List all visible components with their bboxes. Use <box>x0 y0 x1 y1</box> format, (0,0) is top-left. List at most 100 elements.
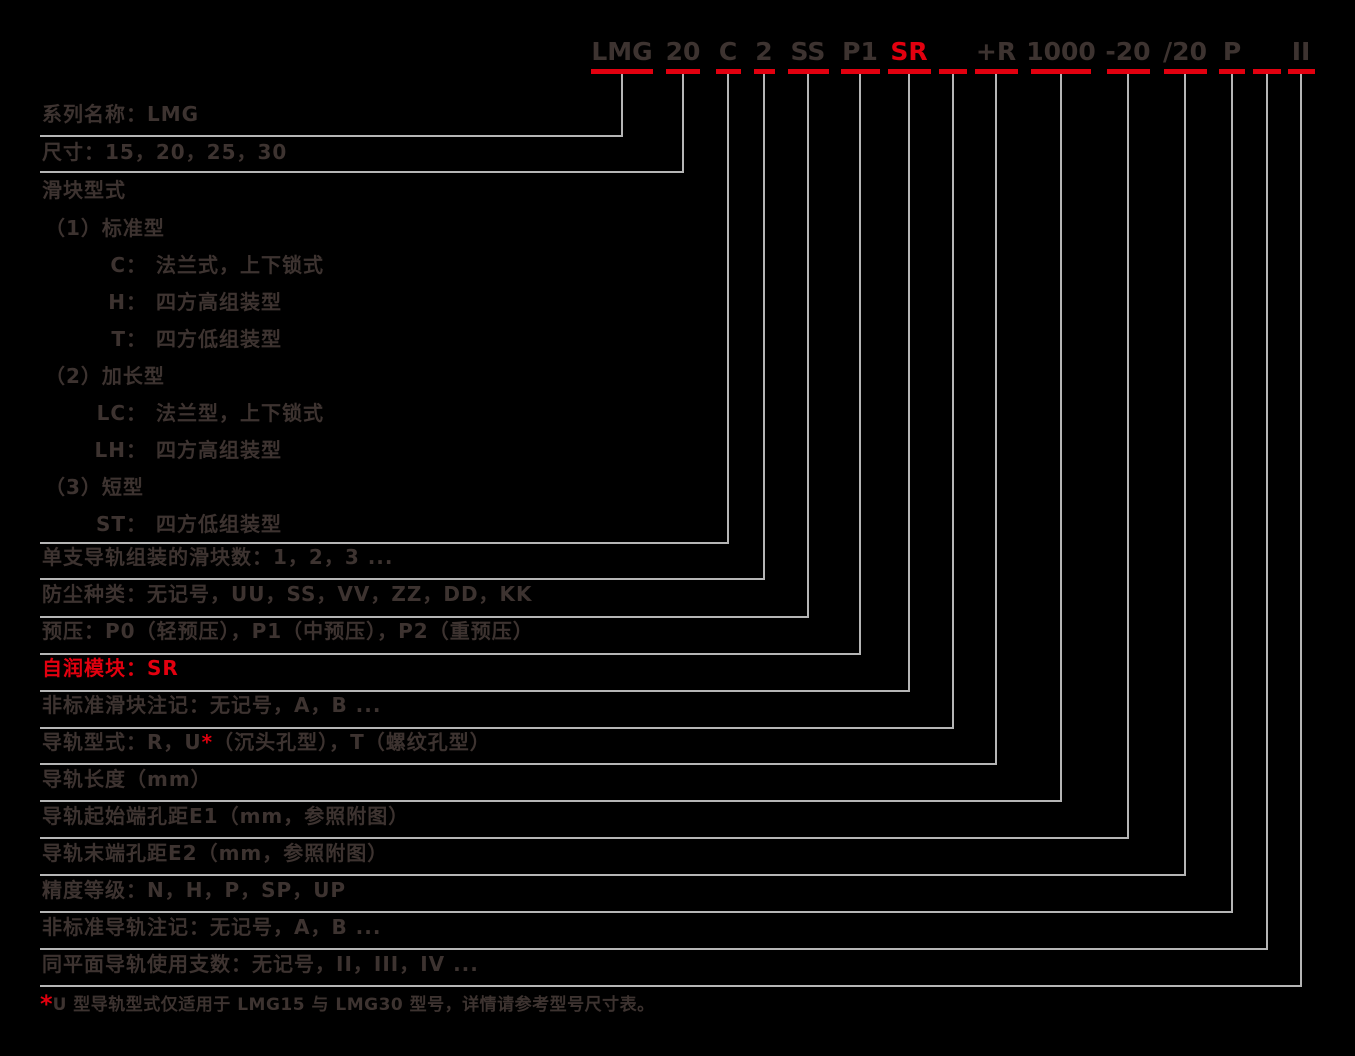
code-segment-II: II <box>1291 37 1311 66</box>
footnote: *U 型导轨型式仅适用于 LMG15 与 LMG30 型号，详情请参考型号尺寸表… <box>40 990 655 1018</box>
connector-horizontal-1 <box>40 171 684 173</box>
option-description: 法兰式，上下锁式 <box>156 253 324 277</box>
code-underline-2 <box>753 69 775 74</box>
connector-horizontal-7 <box>40 727 954 729</box>
connector-vertical-SS <box>807 74 809 618</box>
spec-row-text: （沉头孔型），T（螺纹孔型） <box>213 730 491 754</box>
code-underline-LMG <box>591 69 653 74</box>
connector-vertical-2 <box>763 74 765 580</box>
code-segment--20: -20 <box>1105 37 1151 66</box>
option-description: 四方高组装型 <box>156 290 282 314</box>
code-underline-blank <box>939 69 967 74</box>
code-underline-/20 <box>1163 69 1207 74</box>
option-code: ST： <box>95 512 147 536</box>
spec-row-label-14: 同平面导轨使用支数：无记号，II，III，IV ... <box>42 952 479 976</box>
connector-horizontal-12 <box>40 911 1233 913</box>
connector-vertical-C <box>727 74 729 544</box>
connector-vertical-P1 <box>859 74 861 655</box>
code-underline--20 <box>1106 69 1150 74</box>
connector-horizontal-3 <box>40 578 765 580</box>
connector-horizontal-10 <box>40 837 1129 839</box>
block-type-group-0: （1）标准型 <box>45 216 165 240</box>
spec-row-label-0: 系列名称：LMG <box>42 102 200 126</box>
connector-horizontal-0 <box>40 135 623 137</box>
spec-row-label-4: 防尘种类：无记号，UU，SS，VV，ZZ，DD，KK <box>42 582 533 606</box>
option-code: T： <box>111 327 147 351</box>
code-segment-P1: P1 <box>842 37 878 66</box>
connector-vertical-/20 <box>1184 74 1186 876</box>
code-underline-SR <box>887 69 931 74</box>
connector-vertical-20 <box>682 74 684 173</box>
option-description: 法兰型，上下锁式 <box>156 401 324 425</box>
connector-horizontal-11 <box>40 874 1186 876</box>
spec-row-label-8: 导轨型式：R，U*（沉头孔型），T（螺纹孔型） <box>42 731 491 754</box>
option-description: 四方高组装型 <box>156 438 282 462</box>
code-segment-SS: SS <box>790 37 826 66</box>
spec-row-label-12: 精度等级：N，H，P，SP，UP <box>42 878 347 902</box>
code-underline-1000 <box>1031 69 1091 74</box>
connector-vertical-SR <box>908 74 910 692</box>
connector-vertical-P <box>1231 74 1233 913</box>
code-underline-+R <box>974 69 1018 74</box>
code-underline-C <box>715 69 741 74</box>
code-underline-P1 <box>840 69 880 74</box>
spec-row-label-2: 滑块型式 <box>42 178 126 202</box>
spec-row-label-9: 导轨长度（mm） <box>42 767 212 791</box>
inline-asterisk-icon: * <box>201 730 214 754</box>
option-code: C： <box>110 253 147 277</box>
spec-row-label-7: 非标准滑块注记：无记号，A，B ... <box>42 693 382 717</box>
connector-horizontal-9 <box>40 800 1062 802</box>
code-underline-SS <box>787 69 829 74</box>
connector-vertical-II <box>1300 74 1302 987</box>
spec-row-label-10: 导轨起始端孔距E1（mm，参照附图） <box>42 804 410 828</box>
block-type-group-7: （3）短型 <box>45 475 144 499</box>
code-segment-LMG: LMG <box>591 37 653 66</box>
code-underline-II <box>1287 69 1315 74</box>
option-description: 四方低组装型 <box>156 327 282 351</box>
option-code: LH： <box>94 438 147 462</box>
spec-row-label-3: 单支导轨组装的滑块数：1，2，3 ... <box>42 545 394 569</box>
spec-row-text: 导轨型式：R，U <box>42 730 202 754</box>
block-type-option-6: LH： 四方高组装型 <box>75 439 282 462</box>
code-underline-blank <box>1253 69 1281 74</box>
connector-vertical--20 <box>1127 74 1129 839</box>
connector-vertical-blank <box>1266 74 1268 950</box>
block-type-option-1: C： 法兰式，上下锁式 <box>75 254 324 277</box>
block-type-option-3: T： 四方低组装型 <box>75 328 282 351</box>
block-type-group-4: （2）加长型 <box>45 364 165 388</box>
connector-horizontal-4 <box>40 616 809 618</box>
option-description: 四方低组装型 <box>156 512 282 536</box>
connector-horizontal-13 <box>40 948 1268 950</box>
spec-row-label-5: 预压：P0（轻预压），P1（中预压），P2（重预压） <box>42 619 534 643</box>
block-type-option-8: ST： 四方低组装型 <box>75 513 282 536</box>
connector-vertical-LMG <box>621 74 623 137</box>
connector-horizontal-5 <box>40 653 861 655</box>
code-segment-/20: /20 <box>1163 37 1207 66</box>
block-type-option-5: LC： 法兰型，上下锁式 <box>75 402 324 425</box>
spec-row-label-13: 非标准导轨注记：无记号，A，B ... <box>42 915 382 939</box>
code-segment-+R: +R <box>975 37 1017 66</box>
connector-vertical-1000 <box>1060 74 1062 802</box>
option-code: LC： <box>96 401 147 425</box>
footnote-asterisk-icon: * <box>40 990 53 1018</box>
connector-horizontal-2 <box>40 542 729 544</box>
footnote-text: U 型导轨型式仅适用于 LMG15 与 LMG30 型号，详情请参考型号尺寸表。 <box>52 995 655 1015</box>
connector-vertical-blank <box>952 74 954 729</box>
code-segment-2: 2 <box>755 37 773 66</box>
code-segment-SR: SR <box>890 37 928 66</box>
code-underline-20 <box>666 69 700 74</box>
code-underline-P <box>1219 69 1245 74</box>
code-segment-20: 20 <box>665 37 701 66</box>
code-segment-P: P <box>1222 37 1242 66</box>
code-segment-C: C <box>718 37 738 66</box>
spec-row-label-6: 自润模块：SR <box>42 656 179 680</box>
block-type-option-2: H：四方高组装型 <box>75 291 282 314</box>
connector-horizontal-8 <box>40 763 997 765</box>
code-segment-1000: 1000 <box>1026 37 1096 66</box>
spec-row-label-11: 导轨末端孔距E2（mm，参照附图） <box>42 841 389 865</box>
connector-horizontal-6 <box>40 690 910 692</box>
connector-horizontal-14 <box>40 985 1302 987</box>
connector-vertical-+R <box>995 74 997 765</box>
spec-row-label-1: 尺寸：15，20，25，30 <box>42 140 288 164</box>
